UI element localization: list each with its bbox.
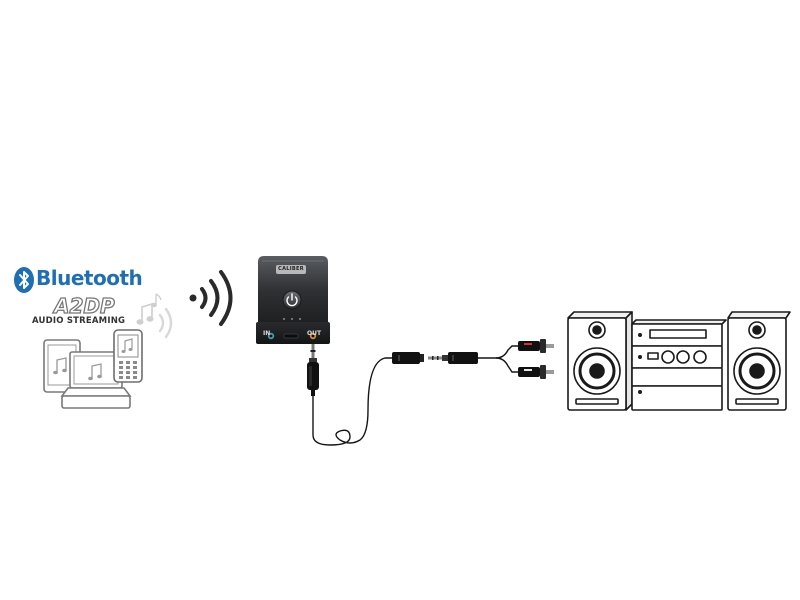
music-note-icon (136, 293, 162, 325)
mobile-phone-icon (113, 329, 143, 383)
bluetooth-receiver (256, 256, 330, 344)
audio-cable (312, 357, 392, 446)
jack-plug-icon (307, 344, 319, 396)
bluetooth-wordmark: Bluetooth (36, 266, 143, 290)
rca-plug-icon (518, 339, 554, 353)
y-split-cable (495, 357, 518, 373)
port-in-label: IN (263, 330, 271, 337)
a2dp-profile-label: A2DP (53, 293, 115, 318)
receiver-brand-label: CALIBER (276, 265, 306, 274)
left-speaker (567, 311, 633, 411)
audio-streaming-label: AUDIO STREAMING (32, 316, 126, 326)
y-split-cable (478, 345, 518, 359)
port-out-label: OUT (307, 330, 322, 337)
jack-socket-connector (392, 352, 424, 364)
wireless-signal-icon (189, 270, 233, 326)
right-speaker (727, 311, 791, 411)
stereo-system-icon (567, 311, 791, 411)
power-button-icon (282, 290, 302, 310)
bluetooth-icon (14, 267, 34, 293)
stereo-center-unit (631, 319, 727, 411)
jack-plug-icon (428, 352, 478, 364)
wireless-signal-icon (158, 307, 173, 339)
bluetooth-logo: Bluetooth (14, 266, 143, 296)
rca-plug-icon (518, 365, 554, 379)
